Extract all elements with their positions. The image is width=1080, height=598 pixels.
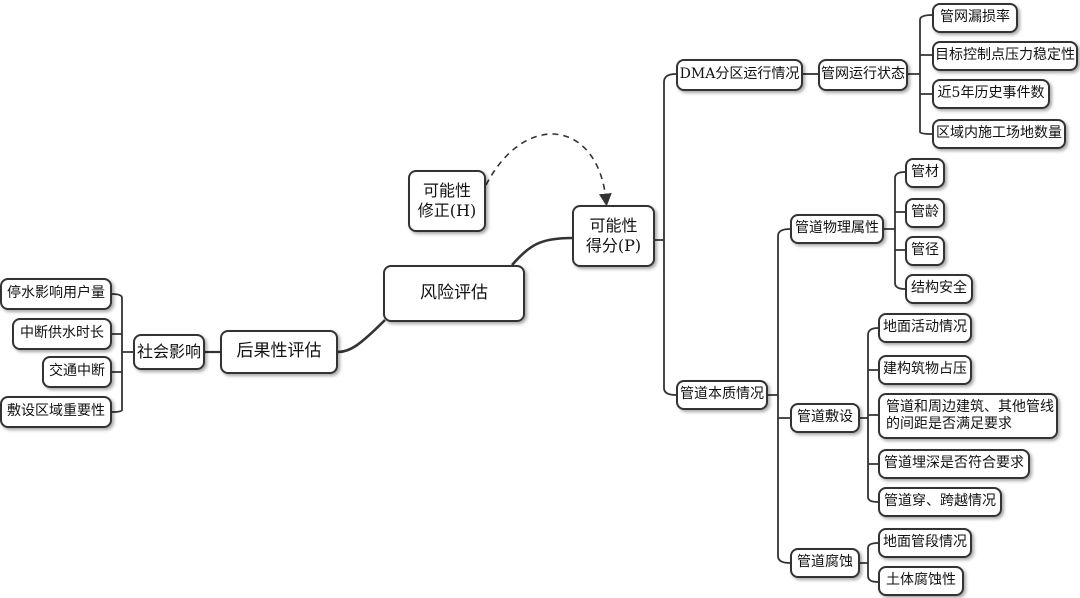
bracket-corrosion [860, 542, 879, 583]
physical-child-material: 管材 [905, 158, 945, 188]
probability-correction-node: 可能性 修正(H) [408, 170, 486, 232]
dma-node: DMA分区运行情况 [676, 59, 803, 91]
bracket-prob [655, 73, 677, 396]
laying-child-spacing: 管道和周边建筑、其他管线的间距是否满足要求 [878, 393, 1058, 439]
net-child-leak: 管网漏损率 [932, 3, 1018, 33]
consequence-assessment-node: 后果性评估 [220, 330, 338, 374]
probability-score-line2: 得分(P) [585, 236, 642, 255]
bracket-net [908, 14, 933, 135]
probability-correction-line1: 可能性 [422, 181, 471, 200]
net-child-construction: 区域内施工场地数量 [932, 119, 1066, 149]
probability-score-node: 可能性 得分(P) [572, 205, 655, 267]
bracket-laying [860, 327, 879, 503]
corrosion-child-surface: 地面管段情况 [878, 528, 972, 558]
net-child-history: 近5年历史事件数 [932, 79, 1050, 109]
corrosion-child-soil: 土体腐蚀性 [878, 566, 964, 596]
laying-child-crossing: 管道穿、跨越情况 [878, 487, 1002, 517]
corrosion-node: 管道腐蚀 [790, 548, 860, 578]
bracket-physical [884, 171, 906, 290]
probability-score-line1: 可能性 [589, 216, 638, 235]
network-state-node: 管网运行状态 [818, 59, 908, 91]
bracket-nature [768, 228, 791, 564]
net-child-pressure: 目标控制点压力稳定性 [932, 41, 1078, 71]
pipe-nature-node: 管道本质情况 [676, 380, 768, 410]
physical-child-age: 管龄 [905, 198, 945, 228]
physical-attribute-node: 管道物理属性 [790, 214, 884, 244]
laying-node: 管道敷设 [790, 403, 860, 433]
bracket-social [111, 293, 133, 413]
laying-child-depth: 管道埋深是否符合要求 [878, 449, 1030, 479]
correction-arrow [485, 133, 612, 207]
social-child-area: 敷设区域重要性 [0, 396, 112, 428]
link-risk-consequence [337, 319, 386, 354]
risk-assessment-node: 风险评估 [383, 265, 525, 322]
laying-child-ground: 地面活动情况 [878, 313, 972, 343]
physical-child-diameter: 管径 [905, 236, 945, 266]
link-risk-prob [511, 236, 573, 266]
social-child-users: 停水影响用户量 [0, 278, 112, 310]
probability-correction-line2: 修正(H) [417, 201, 477, 220]
laying-child-occupy: 建构筑物占压 [878, 355, 972, 385]
social-child-traffic: 交通中断 [42, 356, 112, 388]
social-child-duration: 中断供水时长 [12, 318, 112, 350]
social-impact-node: 社会影响 [133, 334, 205, 370]
physical-child-structure: 结构安全 [905, 274, 973, 304]
